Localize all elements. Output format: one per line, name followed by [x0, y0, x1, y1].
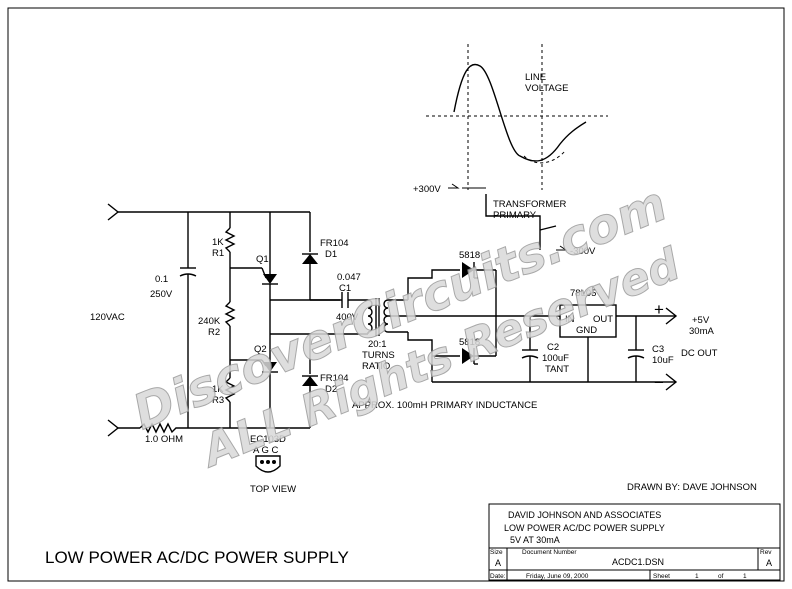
- c3-ref: C3: [652, 344, 664, 355]
- scr-part: EC103D: [250, 434, 286, 445]
- tb-of-value: 1: [743, 573, 747, 580]
- tb-sheet-label: Sheet: [653, 573, 670, 580]
- rectifier-top: [462, 262, 496, 279]
- primary-label-1: TRANSFORMER: [493, 199, 567, 210]
- resistor-chain: [224, 212, 262, 428]
- tb-date-label: Date:: [490, 573, 506, 580]
- reg-out: OUT: [593, 314, 613, 325]
- c1-voltage: 400V: [336, 312, 359, 323]
- capacitor-c2: [521, 316, 539, 382]
- scr-q2: [261, 334, 278, 428]
- tb-docnum-label: Document Number: [522, 549, 577, 556]
- c2-type: TANT: [545, 364, 569, 375]
- out-voltage: +5V: [692, 315, 710, 326]
- line-voltage-1: LINE: [525, 72, 546, 83]
- d2-part: FR104: [320, 373, 349, 384]
- output-terminals: [660, 307, 678, 391]
- scr-q1: [261, 212, 278, 300]
- rectifier-top-label: 5818: [459, 250, 480, 261]
- secondary-wiring: [407, 269, 660, 383]
- r1-ref: R1: [212, 248, 224, 259]
- rectifier-bottom-label: 5818: [459, 337, 480, 348]
- q2-label: Q2: [254, 344, 267, 355]
- c2-ref: C2: [547, 342, 559, 353]
- out-minus: −: [654, 373, 664, 392]
- regulator-part: 78L05: [570, 288, 596, 299]
- cap-main-value: 0.1: [155, 274, 168, 285]
- inductance-note: APPROX. 100mH PRIMARY INDUCTANCE: [352, 400, 537, 411]
- primary-neg: -300V: [570, 246, 596, 257]
- top-view: TOP VIEW: [250, 484, 296, 495]
- capacitor-main: [179, 212, 197, 428]
- capacitor-c3: [627, 316, 645, 382]
- transformer: [310, 298, 496, 336]
- input-terminal-top: [107, 203, 310, 221]
- tb-date-value: Friday, June 09, 2000: [526, 573, 589, 580]
- tb-of-label: of: [718, 573, 724, 580]
- r2-value: 240K: [198, 316, 221, 327]
- r3-value: 1K: [212, 384, 224, 395]
- tb-docnum-value: ACDC1.DSN: [612, 557, 664, 567]
- c1-value: 0.047: [337, 272, 361, 283]
- d1-ref: D1: [325, 249, 337, 260]
- diode-d1: [302, 212, 318, 300]
- input-terminal-bottom: [107, 419, 140, 437]
- rectifier-bottom: [462, 348, 496, 365]
- r3-ref: R3: [212, 395, 224, 406]
- tb-size-label: Size: [490, 549, 503, 556]
- tb-title-2: 5V AT 30mA: [510, 535, 560, 545]
- scr-package-icon: [255, 455, 281, 473]
- tb-sheet-value: 1: [695, 573, 699, 580]
- c2-value: 100uF: [542, 353, 569, 364]
- drawn-by: DRAWN BY: DAVE JOHNSON: [627, 482, 757, 493]
- resistor-1ohm: [139, 422, 310, 434]
- dc-out: DC OUT: [681, 348, 718, 359]
- reg-gnd: GND: [576, 325, 597, 336]
- d1-part: FR104: [320, 238, 349, 249]
- out-current: 30mA: [689, 326, 714, 337]
- tb-title-1: LOW POWER AC/DC POWER SUPPLY: [504, 523, 665, 533]
- xfmr-ratio: 20:1: [368, 339, 387, 350]
- xfmr-turns: TURNS: [362, 350, 395, 361]
- tb-rev-label: Rev: [760, 549, 772, 556]
- reg-in: IN: [565, 314, 575, 325]
- d2-ref: D2: [325, 384, 337, 395]
- input-voltage-label: 120VAC: [90, 312, 125, 323]
- tb-rev-value: A: [766, 558, 772, 568]
- capacitor-c1: [310, 292, 368, 308]
- diode-d2: [302, 334, 318, 428]
- cap-main-voltage: 250V: [150, 289, 173, 300]
- sense-resistor-label: 1.0 OHM: [145, 434, 183, 445]
- page-border: [7, 7, 785, 582]
- q1-label: Q1: [256, 254, 269, 265]
- scr-pins: A G C: [253, 445, 278, 456]
- out-plus: +: [654, 300, 664, 319]
- r1-value: 1K: [212, 237, 224, 248]
- primary-pos: +300V: [413, 184, 441, 195]
- regulator: [559, 304, 660, 382]
- tb-company: DAVID JOHNSON AND ASSOCIATES: [508, 510, 661, 520]
- primary-label-2: PRIMARY: [493, 210, 537, 221]
- line-voltage-2: VOLTAGE: [525, 83, 568, 94]
- r2-ref: R2: [208, 327, 220, 338]
- c1-ref: C1: [339, 283, 351, 294]
- xfmr-ratio-word: RATIO: [362, 361, 390, 372]
- title-block: [488, 503, 781, 581]
- main-title: LOW POWER AC/DC POWER SUPPLY: [45, 548, 349, 567]
- c3-value: 10uF: [652, 355, 674, 366]
- primary-waveform: [448, 183, 568, 251]
- tb-size-value: A: [495, 558, 501, 568]
- line-voltage-waveform: [426, 44, 608, 190]
